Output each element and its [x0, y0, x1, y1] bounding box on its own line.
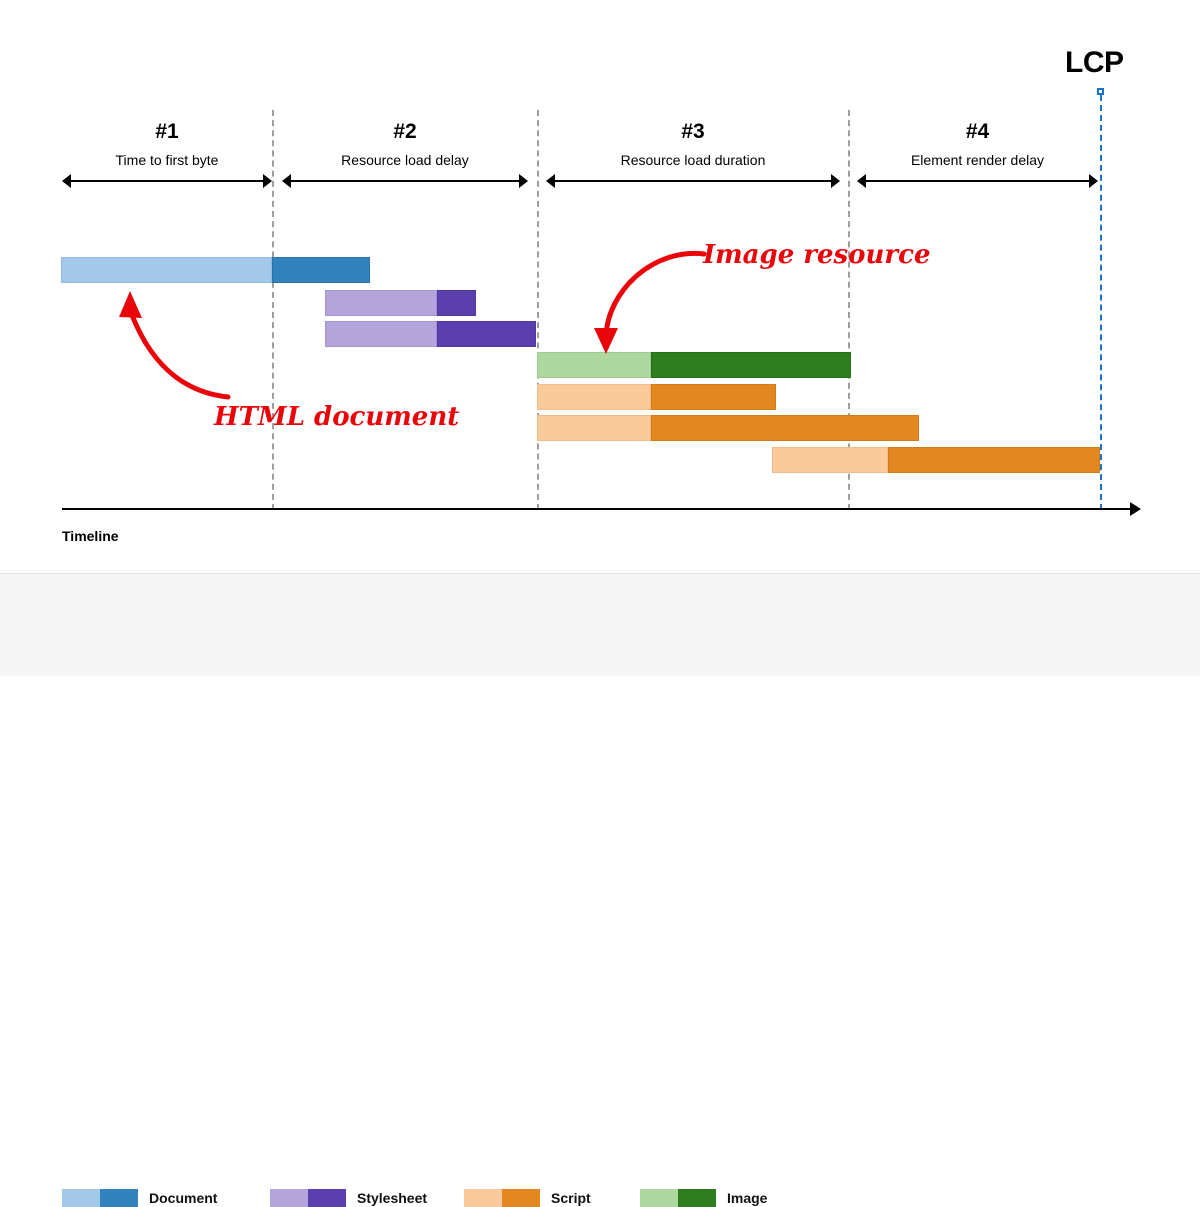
- legend-item-stylesheet[interactable]: Stylesheet: [270, 1189, 427, 1207]
- phase-3-range-arrow: [546, 174, 840, 188]
- resource-bar-image-1: [537, 352, 851, 378]
- legend-panel: Document Stylesheet Script Image: [0, 573, 1200, 1207]
- arrow-head-left-icon: [546, 174, 555, 188]
- swatch-light: [62, 1189, 100, 1207]
- bar-segment-dark: [272, 257, 370, 283]
- legend-label-document: Document: [149, 1190, 218, 1206]
- bar-segment-light: [325, 321, 437, 347]
- arrow-head-right-icon: [831, 174, 840, 188]
- bar-segment-dark: [888, 447, 1100, 473]
- bar-segment-light: [61, 257, 272, 283]
- phase-2-name: Resource load delay: [341, 152, 469, 168]
- phase-4-number: #4: [965, 120, 990, 143]
- arrow-head-left-icon: [282, 174, 291, 188]
- phase-divider-2: [537, 110, 539, 510]
- phase-2-range-arrow: [282, 174, 528, 188]
- bar-segment-light: [772, 447, 888, 473]
- phase-3-number: #3: [681, 120, 705, 143]
- legend-label-image: Image: [727, 1190, 768, 1206]
- bar-segment-dark: [651, 415, 919, 441]
- html-document-annotation-arrow: [119, 291, 231, 400]
- arrow-head-left-icon: [857, 174, 866, 188]
- arrow-head-right-icon: [263, 174, 272, 188]
- swatch-light: [640, 1189, 678, 1207]
- legend-swatch-document: [62, 1189, 138, 1207]
- lcp-label: LCP: [1065, 46, 1124, 79]
- image-resource-annotation-label: Image resource: [703, 240, 931, 270]
- resource-bar-document-1: [61, 257, 370, 283]
- lcp-marker-square-icon: [1097, 88, 1104, 95]
- bar-segment-light: [537, 384, 651, 410]
- bar-segment-dark: [651, 352, 851, 378]
- legend-label-stylesheet: Stylesheet: [357, 1190, 428, 1206]
- arrow-shaft: [553, 180, 833, 182]
- swatch-dark: [678, 1189, 716, 1207]
- resource-bar-script-2: [537, 415, 919, 441]
- phase-1-range-arrow: [62, 174, 272, 188]
- resource-bar-stylesheet-2: [325, 321, 536, 347]
- phase-divider-1: [272, 110, 274, 510]
- arrow-shaft: [69, 180, 265, 182]
- legend-swatch-script: [464, 1189, 540, 1207]
- arrow-shaft: [864, 180, 1091, 182]
- resource-bar-script-3: [772, 447, 1100, 473]
- phase-2-number: #2: [393, 120, 417, 143]
- swatch-light: [270, 1189, 308, 1207]
- swatch-dark: [502, 1189, 540, 1207]
- chart-area: LCP #1 Time to first byte #2 Resource lo…: [0, 0, 1200, 573]
- legend-item-script[interactable]: Script: [464, 1189, 591, 1207]
- bar-segment-light: [537, 415, 651, 441]
- legend-swatch-image: [640, 1189, 716, 1207]
- phase-1-number: #1: [155, 120, 179, 143]
- phase-1-name: Time to first byte: [115, 152, 219, 168]
- arrow-head-right-icon: [519, 174, 528, 188]
- legend-item-document[interactable]: Document: [62, 1189, 217, 1207]
- image-resource-annotation-arrow: [594, 250, 707, 354]
- resource-bar-stylesheet-1: [325, 290, 476, 316]
- timeline-axis-label: Timeline: [62, 528, 119, 544]
- arrow-shaft: [289, 180, 521, 182]
- bar-segment-light: [325, 290, 437, 316]
- swatch-dark: [308, 1189, 346, 1207]
- bar-segment-light: [537, 352, 651, 378]
- legend-swatch-stylesheet: [270, 1189, 346, 1207]
- bar-segment-dark: [437, 290, 476, 316]
- swatch-dark: [100, 1189, 138, 1207]
- phase-4-range-arrow: [857, 174, 1098, 188]
- arrow-head-left-icon: [62, 174, 71, 188]
- arrow-head-right-icon: [1089, 174, 1098, 188]
- legend-label-script: Script: [551, 1190, 591, 1206]
- bar-segment-dark: [437, 321, 536, 347]
- lcp-dashed-line: [1100, 95, 1102, 510]
- legend-item-image[interactable]: Image: [640, 1189, 767, 1207]
- timeline-axis-line: [62, 508, 1134, 510]
- html-document-annotation-label: HTML document: [214, 402, 460, 432]
- resource-bar-script-1: [537, 384, 776, 410]
- timeline-axis-arrow-icon: [1130, 502, 1141, 516]
- phase-divider-3: [848, 110, 850, 510]
- swatch-light: [464, 1189, 502, 1207]
- phase-4-name: Element render delay: [910, 152, 1045, 168]
- bar-segment-dark: [651, 384, 776, 410]
- phase-3-name: Resource load duration: [620, 152, 766, 168]
